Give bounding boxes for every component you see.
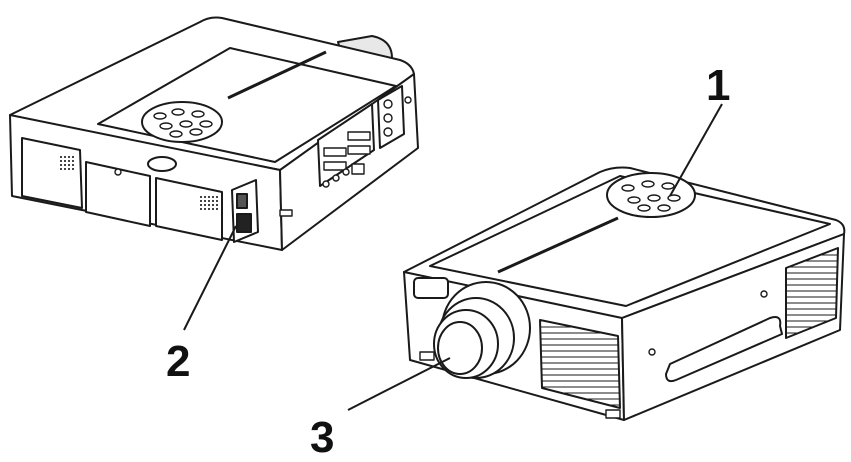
front-foot-left (419, 351, 435, 361)
leader-line-3 (347, 357, 451, 411)
leader-line-2 (183, 225, 237, 331)
front-foot-right (605, 409, 621, 419)
rear-io-jacks (383, 99, 393, 137)
side-screw (760, 290, 768, 298)
projector-front-view (403, 166, 846, 421)
rear-panel-right (155, 177, 223, 241)
callout-1: 1 (706, 61, 730, 110)
rear-panel-mid (85, 161, 151, 227)
power-inlet (236, 213, 252, 233)
rear-io-ports (322, 131, 371, 188)
lens-glass (437, 321, 483, 375)
rear-screw (114, 168, 122, 176)
front-top-panel (429, 175, 831, 307)
front-screw (648, 348, 656, 356)
rear-foot (279, 209, 293, 217)
leader-lines (183, 103, 723, 411)
rear-indicator (147, 156, 177, 172)
leader-line-1 (669, 103, 723, 197)
callout-2: 2 (166, 337, 190, 386)
side-grille (785, 247, 839, 339)
front-grille (539, 319, 621, 409)
side-handle (665, 316, 783, 383)
rear-control-buttons (153, 108, 213, 138)
rear-top-slot (227, 50, 327, 100)
rear-vent-left (58, 154, 76, 170)
power-switch (236, 193, 248, 209)
front-top-slot (497, 216, 619, 274)
rear-vent-right (200, 196, 218, 210)
projector-rear-view (9, 16, 419, 251)
front-control-buttons (621, 180, 681, 212)
rear-side-screw (404, 96, 412, 104)
callout-3: 3 (310, 413, 334, 462)
front-left-window (413, 277, 449, 299)
rear-panel-left (21, 137, 83, 209)
